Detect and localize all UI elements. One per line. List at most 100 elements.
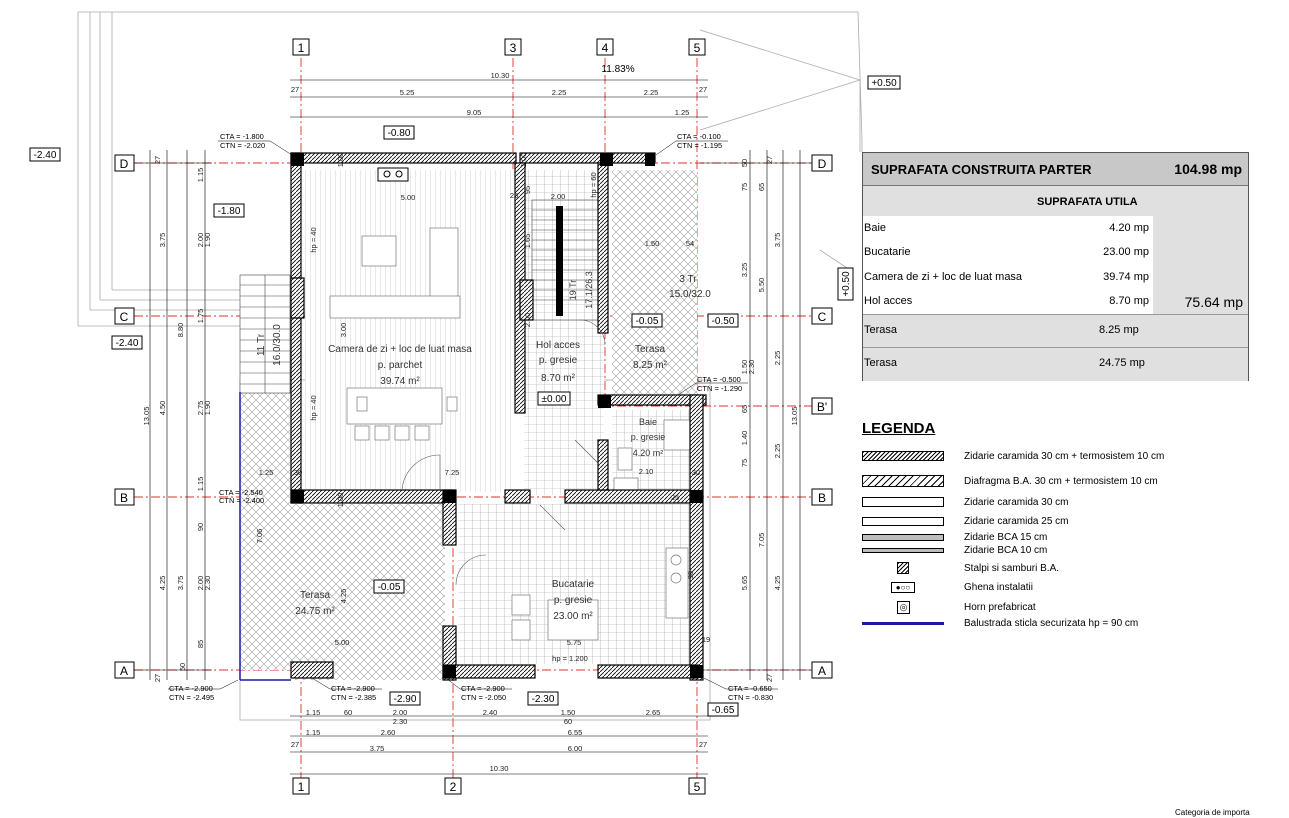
area-row-value: 23.00 mp <box>1103 246 1149 258</box>
dim-left-i2-e: 1.90 <box>203 401 212 416</box>
dim-right-i2-c: 65 <box>757 183 766 191</box>
ctn-1: CTN = -2.020 <box>220 141 265 150</box>
area-table-useful-title: SUPRAFATA UTILA <box>1037 196 1138 208</box>
dim-right-i2-j: 75 <box>740 459 749 467</box>
hp-60: hp = 60 <box>589 172 598 197</box>
legend-wall-hatch-icon <box>862 451 944 461</box>
cta-callout-2: CTA = -0.100 CTN = -1.195 <box>655 132 728 156</box>
grid-row-d-left: D <box>120 157 129 171</box>
level-terasa-big: -0.05 <box>378 582 401 593</box>
legend-label: Stalpi si samburi B.A. <box>964 562 1060 574</box>
dim-bot-edge-right: 27 <box>699 740 707 749</box>
area-row-hol: Hol acces 8.70 mp <box>863 295 1153 315</box>
level-bottom-2: -2.30 <box>532 694 555 705</box>
legend-label: Zidarie BCA 15 cm <box>964 531 1048 543</box>
dim-left-i2-k: 90 <box>196 523 205 531</box>
area-row-living: Camera de zi + loc de luat masa 39.74 mp <box>863 271 1153 291</box>
grid-col-2-bottom: 2 <box>450 780 457 794</box>
dim-right-inner-c: 2.25 <box>773 444 782 459</box>
stair2-dims: 15.0/32.0 <box>669 289 711 300</box>
ghena-instalatii-icon <box>377 167 409 182</box>
dim-706: 7.06 <box>255 529 264 544</box>
level-left-top: -2.40 <box>34 150 57 161</box>
dim-top-r3-a: 9.05 <box>467 108 482 117</box>
ctn-6: CTN = -2.385 <box>331 693 376 702</box>
dim-right-i2-i: 1.40 <box>740 431 749 446</box>
dim-right-edge-top: 27 <box>765 156 774 164</box>
grid-row-c-left: C <box>120 310 129 324</box>
dim-top-r3-b: 1.25 <box>675 108 690 117</box>
right-dim-texts: 13.05 3.75 2.25 2.25 4.25 50 75 65 3.25 … <box>740 156 799 682</box>
hp-1200-label: hp = 1.200 <box>552 654 588 663</box>
dim-left-edge-top: 27 <box>153 156 162 164</box>
area-row-terasa-1: Terasa 8.25 mp <box>863 314 1248 347</box>
legend-item-bca-15: Zidarie BCA 15 cm <box>862 529 1047 545</box>
cta-callout-1: CTA = -1.800 CTN = -2.020 <box>218 132 293 156</box>
corner-text: Categoria de importa <box>1175 808 1250 817</box>
grid-row-b-right: B <box>818 491 826 505</box>
dim-left-mid: 8.80 <box>176 323 185 338</box>
ctn-5: CTN = -2.495 <box>169 693 214 702</box>
legend-column-icon <box>897 562 909 574</box>
dim-100-b: 1.00 <box>519 153 528 168</box>
level-bottom-1: -2.90 <box>394 694 417 705</box>
dim-bot-r2-a: 1.15 <box>306 728 321 737</box>
legend-item-zidarie-30: Zidarie caramida 30 cm <box>862 494 1068 510</box>
grid-col-5-bottom: 5 <box>694 780 701 794</box>
legend-balustrade-icon <box>862 621 944 625</box>
legend-label: Horn prefabricat <box>964 601 1036 613</box>
cta-3: CTA = -0.500 <box>697 375 741 384</box>
dim-left-i2-d: 2.75 <box>196 401 205 416</box>
dim-left-i2-g: 2.00 <box>196 576 205 591</box>
dim-left-i2-h: 2.30 <box>203 576 212 591</box>
legend-item-horn: ◎ Horn prefabricat <box>862 599 1036 615</box>
dim-left-inner-b: 1.75 <box>196 309 205 324</box>
terasa-small-name: Terasa <box>635 344 665 355</box>
dim-425-inner: 4.25 <box>339 589 348 604</box>
grid-col-1-bottom: 1 <box>298 780 305 794</box>
grid-bubbles: 1 3 4 5 1 2 5 D D C C B' B B A A <box>114 38 833 795</box>
stair3-dims: 16.0/30.0 <box>272 324 283 366</box>
dim-bot-r1-c: 2.00 <box>393 708 408 717</box>
area-row-name: Baie <box>864 222 887 234</box>
dim-100-c: 1.00 <box>336 493 345 508</box>
legend-label: Zidarie caramida 30 cm + termosistem 10 … <box>964 450 1165 462</box>
roof-slope: 11.83% <box>601 64 634 75</box>
dim-left-outer: 13.05 <box>142 407 151 426</box>
dim-200-inner: 2.00 <box>523 313 532 328</box>
legend-label: Balustrada sticla securizata hp = 90 cm <box>964 617 1139 629</box>
legend-label: Zidarie caramida 25 cm <box>964 515 1069 527</box>
area-row-name: Bucatarie <box>864 246 911 258</box>
right-dimensions <box>700 150 812 680</box>
legend-item-balustrada: Balustrada sticla securizata hp = 90 cm <box>862 615 1138 631</box>
area-row-name: Camera de zi + loc de luat masa <box>864 271 1023 283</box>
cta-1: CTA = -1.800 <box>220 132 264 141</box>
legend-item-diafragma: Diafragma B.A. 30 cm + termosistem 10 cm <box>862 473 1158 489</box>
dim-left-i2-f: 1.15 <box>196 477 205 492</box>
dim-bot-r1-a: 1.15 <box>306 708 321 717</box>
cta-8: CTA = -0.650 <box>728 684 772 693</box>
bucatarie-name: Bucatarie <box>552 579 595 590</box>
dim-right-i2-h: 65 <box>740 405 749 413</box>
ctn-4: CTN = -2.400 <box>219 496 264 505</box>
legend-item-ghena: ●○○ Ghena instalatii <box>862 579 1033 595</box>
legend-item-stalpi: Stalpi si samburi B.A. <box>862 560 1059 576</box>
dim-bot-r1b-b: 60 <box>564 717 572 726</box>
dim-right-i2-g: 2.30 <box>747 360 756 375</box>
area-table: SUPRAFATA CONSTRUITA PARTER 104.98 mp SU… <box>862 152 1249 381</box>
dim-left-inner-c: 4.50 <box>158 401 167 416</box>
area-row-value: 4.20 mp <box>1109 222 1149 234</box>
area-row-value: 24.75 mp <box>1099 357 1145 369</box>
cta-2: CTA = -0.100 <box>677 132 721 141</box>
cta-ctn-callouts: CTA = -1.800 CTN = -2.020 CTA = -0.100 C… <box>168 132 778 702</box>
dim-left-i2-i: 85 <box>196 640 205 648</box>
area-row-baie: Baie 4.20 mp <box>863 222 1153 242</box>
legend-label: Diafragma B.A. 30 cm + termosistem 10 cm <box>964 475 1158 487</box>
area-table-title: SUPRAFATA CONSTRUITA PARTER <box>871 162 1092 177</box>
legend-item-bca-10: Zidarie BCA 10 cm <box>862 542 1047 558</box>
area-table-title-value: 104.98 mp <box>1174 161 1242 177</box>
hp-40-b: hp = 40 <box>309 395 318 420</box>
dim-top-total: 10.30 <box>491 71 510 80</box>
